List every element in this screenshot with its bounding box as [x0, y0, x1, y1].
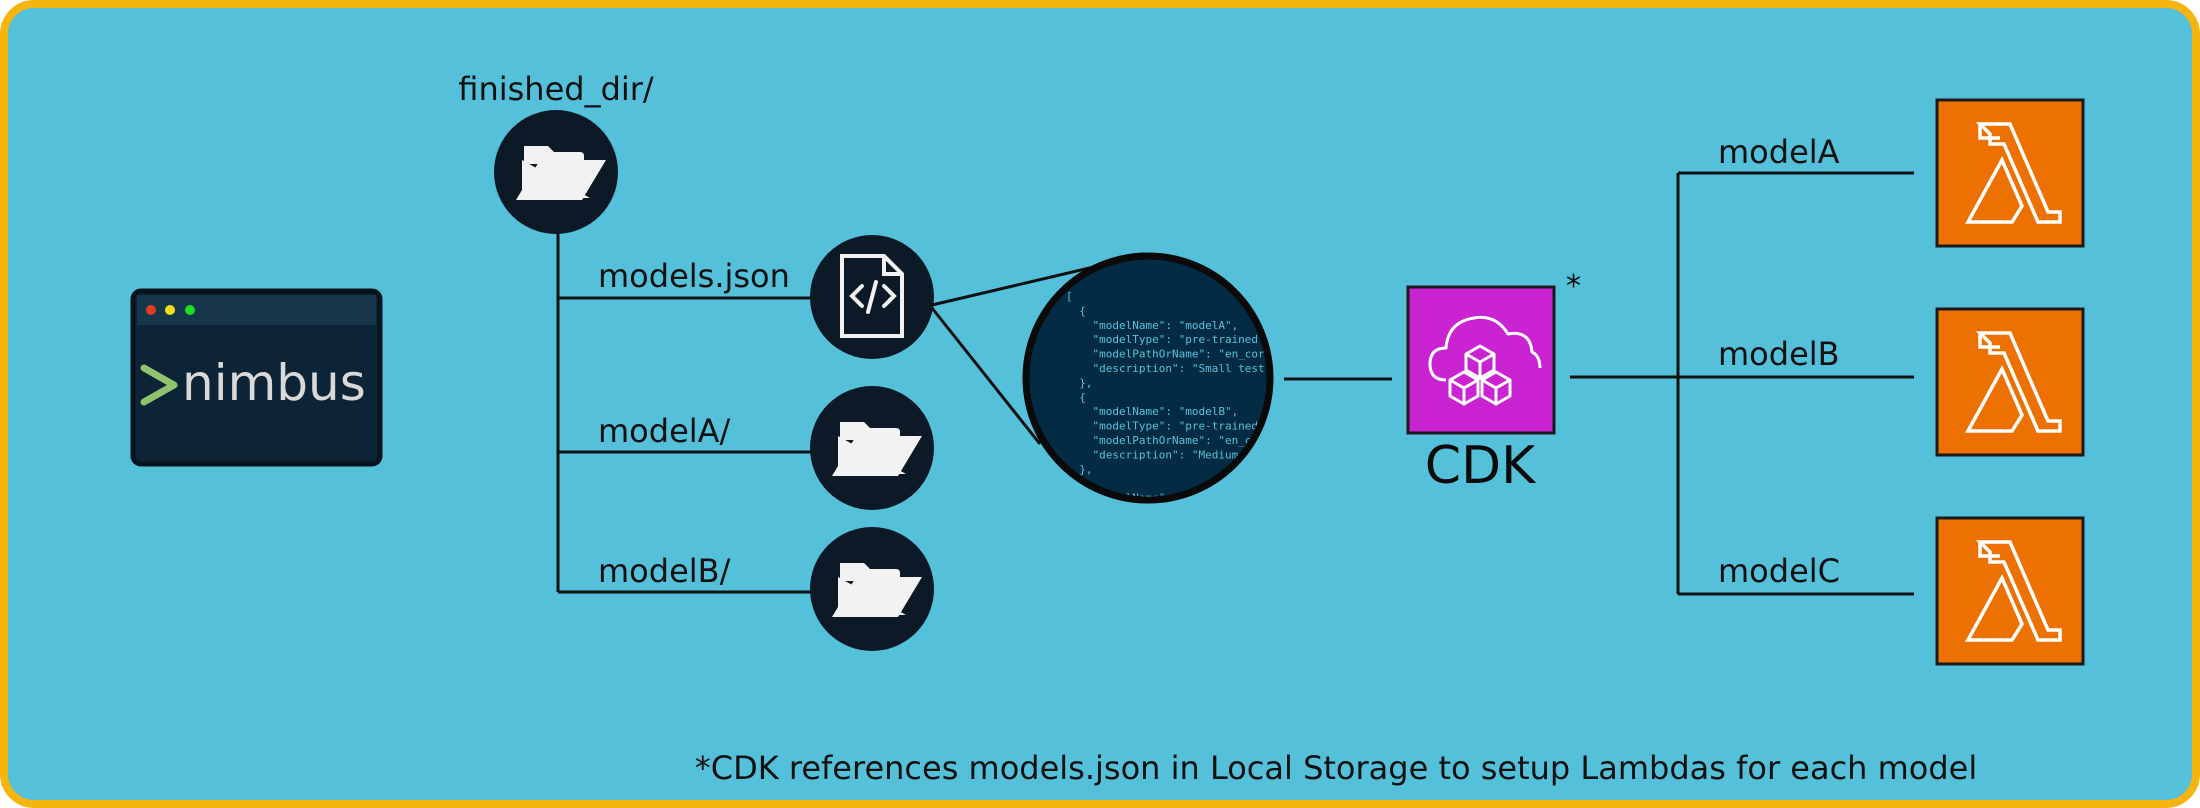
lambda-modelA-label: modelA [1718, 133, 1840, 171]
terminal-window-icon: nimbus [130, 288, 383, 467]
json-code-line: "modelName": "modelA", [1066, 319, 1238, 332]
json-code-line: "modelType": "pre-trained", [1066, 420, 1271, 433]
cdk-cloud-cubes-icon [1428, 315, 1542, 406]
lambda-modelB-node [1935, 307, 2085, 457]
json-code-line: { [1066, 391, 1086, 404]
json-code-lines: [ { "modelName": "modelA", "modelType": … [1066, 290, 1331, 505]
cdk-node: CDK * [1406, 269, 1581, 496]
storage-tree-lines [556, 230, 812, 594]
json-code-line: { [1066, 304, 1086, 317]
lambda-modelB-label: modelB [1718, 335, 1840, 373]
json-code-line: "modelName": "modelC", [1066, 492, 1238, 505]
modelA-folder-node [810, 386, 934, 510]
json-code-line: "description": "Medium model" [1066, 448, 1285, 461]
json-code-line: "modelPathOrName": "en_core_web_md", [1066, 434, 1331, 447]
cdk-label: CDK [1425, 436, 1537, 496]
root-folder-label: finished_dir/ [458, 70, 654, 108]
models-json-label: models.json [598, 257, 790, 295]
modelB-folder-node [810, 527, 934, 651]
terminal-app-name: nimbus [182, 354, 366, 412]
json-zoom-preview: [ { "modelName": "modelA", "modelType": … [1022, 252, 1331, 505]
root-folder-node [494, 110, 618, 234]
window-dot-red [146, 305, 156, 315]
code-file-icon [840, 254, 904, 338]
json-code-line: "modelType": "pre-trained", [1066, 333, 1271, 346]
modelB-folder-label: modelB/ [598, 552, 731, 590]
json-code-line: "description": "Small test model" [1066, 362, 1311, 375]
window-dot-yellow [165, 305, 175, 315]
json-code-line: }, [1066, 376, 1093, 389]
json-code-line: [ [1066, 290, 1073, 303]
lambda-modelC-node [1935, 516, 2085, 666]
modelA-folder-label: modelA/ [598, 412, 731, 450]
cdk-footnote-marker: * [1566, 269, 1581, 304]
zoom-connector-lines [930, 264, 1099, 445]
json-code-line: "modelPathOrName": "en_core_web_sm", [1066, 348, 1331, 361]
footnote: *CDK references models.json in Local Sto… [695, 749, 1978, 787]
lambda-modelC-label: modelC [1718, 552, 1840, 590]
lambda-modelA-node [1935, 98, 2085, 248]
models-json-node [810, 235, 934, 359]
window-dot-green [185, 305, 195, 315]
json-code-line: "modelName": "modelB", [1066, 405, 1238, 418]
prompt-chevron-icon [140, 364, 178, 406]
lambda-tree-lines [1570, 171, 1914, 596]
